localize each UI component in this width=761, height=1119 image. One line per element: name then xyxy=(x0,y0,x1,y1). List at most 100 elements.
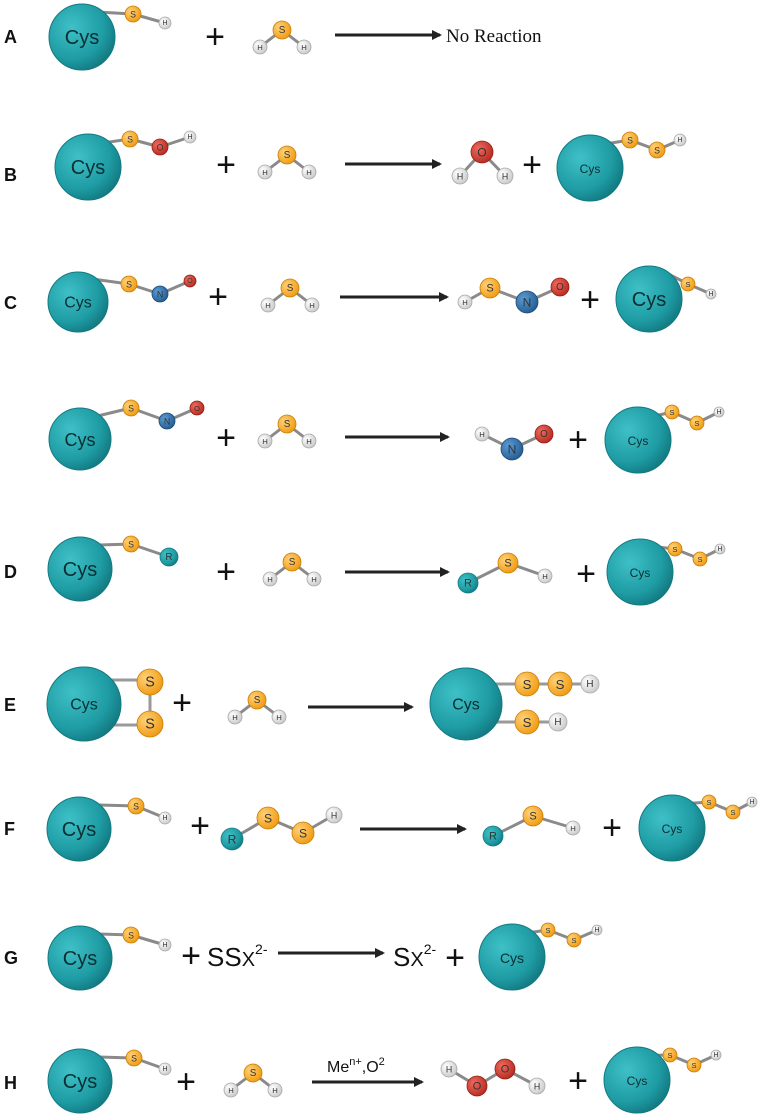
hydrogen-atom: H xyxy=(260,297,276,313)
panel-letter: H xyxy=(4,1073,17,1093)
atom-o: O xyxy=(151,138,169,156)
atom-s: S xyxy=(127,797,145,815)
cysteine-sphere: Cys xyxy=(46,666,122,742)
atom-h: H xyxy=(183,130,197,144)
cys-label: Cys xyxy=(65,430,96,450)
sulfur-atom: S xyxy=(136,710,164,738)
atom-h: H xyxy=(746,796,758,808)
atom-label: H xyxy=(331,811,337,821)
atom-s: S xyxy=(120,275,138,293)
residue-atom: R xyxy=(159,547,179,567)
atom-h: H xyxy=(158,16,172,30)
atom-s: S xyxy=(540,922,556,938)
hydrogen-atom: H xyxy=(548,712,568,732)
cys-label: Cys xyxy=(62,819,96,841)
residue-atom: R xyxy=(220,827,244,851)
atom-label: S xyxy=(691,1061,696,1070)
atom-label: N xyxy=(164,417,170,427)
atom-s: S xyxy=(725,804,741,820)
atom-label: S xyxy=(289,557,296,568)
atom-label: S xyxy=(299,827,307,841)
atom-s: S xyxy=(667,541,683,557)
atom-label: N xyxy=(508,443,517,457)
plus-sign: + xyxy=(580,281,600,319)
atom-label: S xyxy=(284,419,291,430)
sulfur-atom: S xyxy=(514,671,540,697)
hydrogen-atom: H xyxy=(580,674,600,694)
cys-label: Cys xyxy=(65,27,99,49)
atom-label: R xyxy=(165,552,172,563)
cysteine-sphere: Cys xyxy=(603,1046,671,1114)
atom-label: H xyxy=(713,1052,718,1059)
atom-h: H xyxy=(673,133,687,147)
plus-sign: + xyxy=(190,807,210,845)
atom-h: H xyxy=(158,1062,172,1076)
sulfur-atom: S xyxy=(136,668,164,696)
atom-label: H xyxy=(586,679,593,690)
atom-label: H xyxy=(677,137,682,144)
atom-h: H xyxy=(705,288,717,300)
atom-label: S xyxy=(264,812,272,826)
atom-label: S xyxy=(131,1054,137,1064)
hydrogen-atom: H xyxy=(301,433,317,449)
atom-label: S xyxy=(685,280,690,289)
atom-label: H xyxy=(446,1065,452,1075)
atom-label: S xyxy=(128,540,134,550)
plus-sign: + xyxy=(181,937,201,975)
atom-label: H xyxy=(276,713,282,722)
hydrogen-atom: H xyxy=(474,426,490,442)
atom-o: O xyxy=(189,400,205,416)
cysteine-sphere: Cys xyxy=(615,265,683,333)
atom-label: S xyxy=(667,1051,672,1060)
sulfur-atom: S xyxy=(272,20,292,40)
atom-s: S xyxy=(680,276,696,292)
plus-sign: + xyxy=(576,555,596,593)
atom-s: S xyxy=(701,794,717,810)
panel-letter: A xyxy=(4,27,17,47)
atom-label: H xyxy=(162,815,167,822)
atom-label: S xyxy=(254,695,261,706)
atom-h: H xyxy=(591,924,603,936)
atom-s: S xyxy=(124,5,142,23)
residue-atom: R xyxy=(457,572,479,594)
atom-label: H xyxy=(570,824,576,833)
sulfur-atom: S xyxy=(256,806,280,830)
atom-label: H xyxy=(479,430,485,439)
atom-label: H xyxy=(232,713,238,722)
atom-label: H xyxy=(272,1086,278,1095)
atom-n: N xyxy=(151,285,169,303)
cys-label: Cys xyxy=(632,289,666,311)
atom-label: H xyxy=(462,298,468,307)
cys-label: Cys xyxy=(63,559,97,581)
sulfur-atom: S xyxy=(291,821,315,845)
panel-letter: G xyxy=(4,948,18,968)
atom-n: N xyxy=(158,412,176,430)
atom-s: S xyxy=(664,404,680,420)
atom-label: H xyxy=(457,172,463,182)
nitrogen-atom: N xyxy=(515,290,539,314)
atom-label: N xyxy=(157,290,163,300)
atom-label: H xyxy=(187,134,192,141)
hydrogen-atom: H xyxy=(457,294,473,310)
cysteine-sphere: Cys xyxy=(638,794,706,862)
atom-label: H xyxy=(554,717,561,728)
atom-h: H xyxy=(714,543,726,555)
plus-sign: + xyxy=(602,809,622,847)
cys-label: Cys xyxy=(627,1074,648,1088)
atom-s: S xyxy=(686,1057,702,1073)
plus-sign: + xyxy=(172,684,192,722)
atom-label: S xyxy=(250,1068,257,1079)
hydrogen-atom: H xyxy=(496,167,514,185)
atom-label: O xyxy=(194,404,200,413)
atom-label: S xyxy=(128,404,134,414)
atom-label: H xyxy=(534,1082,540,1092)
atom-label: S xyxy=(145,675,155,691)
atom-label: O xyxy=(477,146,486,160)
cysteine-sphere: Cys xyxy=(47,1048,113,1114)
cys-label: Cys xyxy=(662,822,683,836)
cysteine-sphere: Cys xyxy=(48,407,112,471)
atom-label: S xyxy=(523,715,532,730)
plus-sign: + xyxy=(216,146,236,184)
atom-label: H xyxy=(309,301,315,310)
